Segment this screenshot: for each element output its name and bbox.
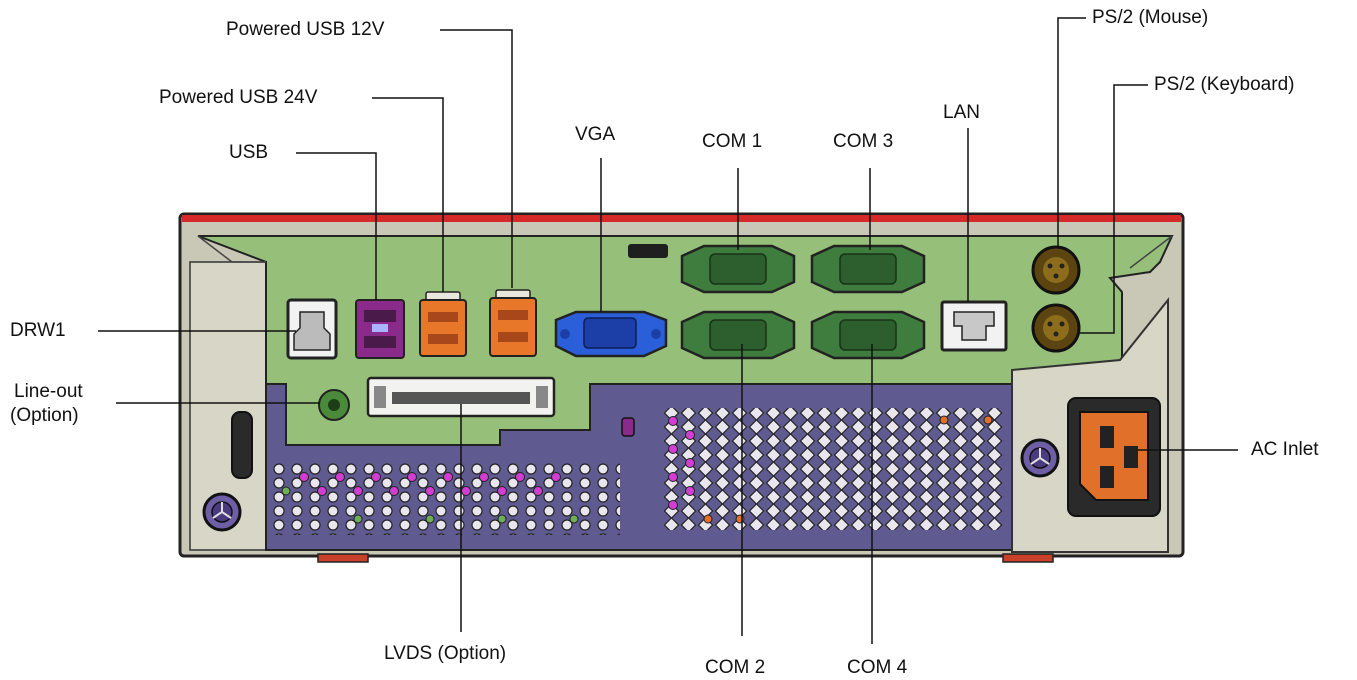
label-usb: USB [229,142,269,163]
label-com3: COM 3 [833,131,894,152]
screw-icon [1020,438,1060,478]
foot-left [317,553,369,563]
lvds-connector-icon [366,376,556,418]
vga-port-icon [554,310,668,358]
db9-port-icon-com1 [680,244,796,294]
ps2-port-icon-keyboard [1031,303,1081,353]
powered-usb-24v-port-icon [419,291,467,357]
label-ac-inlet: AC Inlet [1251,439,1319,460]
label-ps2-keyboard: PS/2 (Keyboard) [1154,74,1295,95]
foot-right [1002,553,1054,563]
label-vga: VGA [575,124,616,145]
leader-ps2-mouse [1057,17,1086,248]
io-board-bevel [197,235,266,263]
label-com1: COM 1 [702,131,763,152]
vent-grid-left [268,463,620,535]
label-line-out-line1: Line-out [14,381,83,402]
label-line-out: Line-out (Option) [10,380,83,428]
audio-jack-icon [318,389,350,421]
label-lan: LAN [943,102,980,123]
powered-usb-12v-port-icon [489,289,537,357]
label-com2: COM 2 [705,657,766,678]
ps2-port-icon-mouse [1031,245,1081,295]
leader-powered-usb-24v [372,97,444,292]
label-powered-usb-24v: Powered USB 24V [159,87,318,108]
db9-port-icon-com3 [810,244,926,294]
vent-green-holes [281,486,579,524]
ethernet-port-icon [940,300,1008,352]
label-lvds: LVDS (Option) [384,643,507,664]
top-red-stripe [182,215,1181,222]
label-drw1: DRW1 [10,320,66,341]
vent-orange-holes [703,415,993,524]
leader-ps2-keyboard [1080,84,1148,334]
label-line-out-line2: (Option) [10,405,79,426]
db9-port-icon-com2 [680,310,796,360]
db9-port-icon-com4 [810,310,926,360]
leader-usb [296,152,377,300]
label-powered-usb-12v: Powered USB 12V [226,19,385,40]
vent-grid-right [664,408,1004,530]
left-slot [231,411,253,479]
io-board-bevel-right [1129,235,1173,269]
screw-icon [202,492,242,532]
small-latch [621,417,635,437]
leader-lines [98,17,1238,644]
label-ps2-mouse: PS/2 (Mouse) [1092,7,1209,28]
board-clip [628,244,668,258]
usb-port-icon [355,299,405,359]
label-com4: COM 4 [847,657,908,678]
iec-power-inlet-icon [1067,397,1161,517]
leader-powered-usb-12v [440,29,513,288]
vent-accent-holes [299,416,695,510]
rj11-port-icon [286,298,338,360]
